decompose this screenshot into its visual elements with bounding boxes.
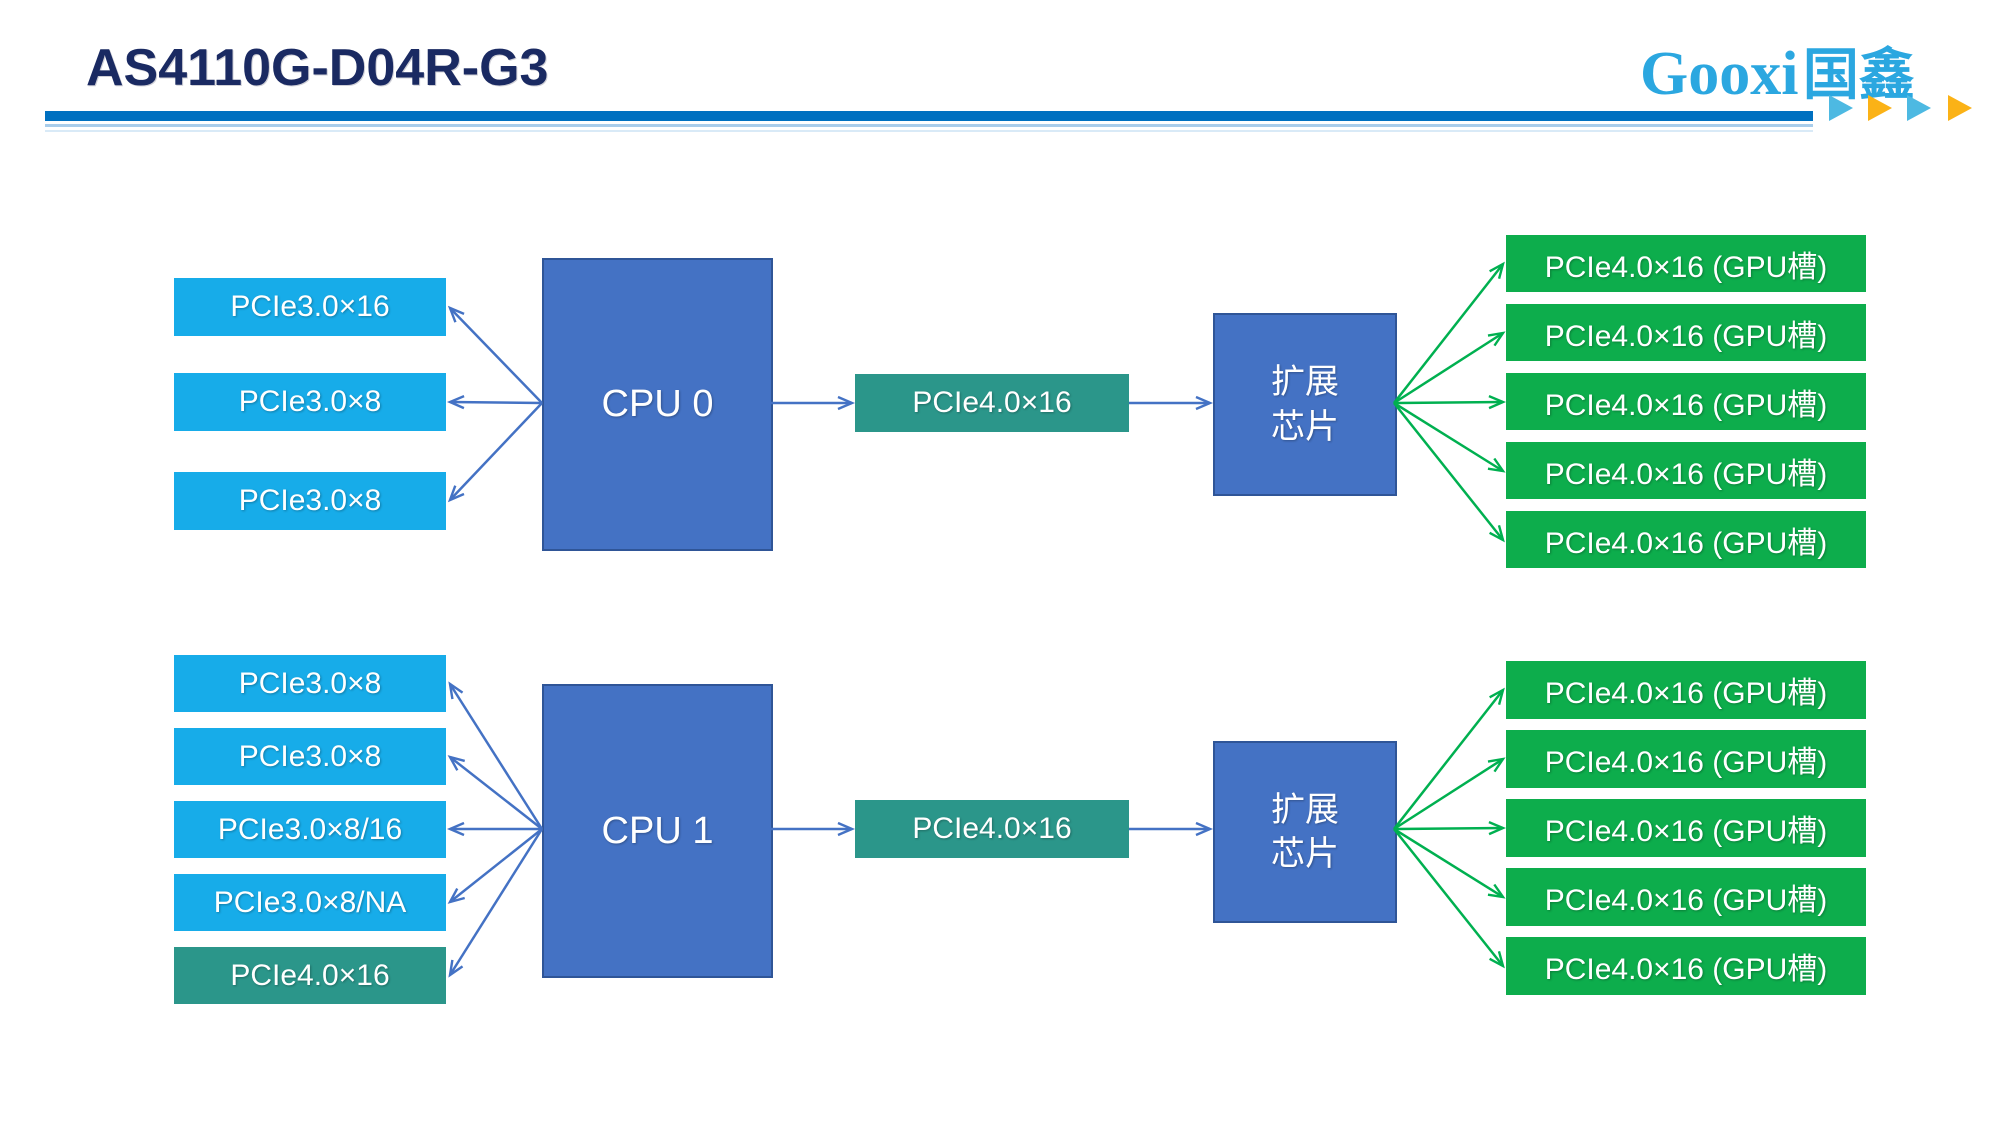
cpu1-gpu-slot-2: PCIe4.0×16 (GPU槽): [1506, 730, 1866, 788]
gooxi-logo: Gooxi 国鑫: [1640, 30, 1915, 111]
arrow-exp0-gpu2: [1393, 331, 1506, 405]
slot-label: PCIe3.0×8: [238, 385, 382, 418]
cpu1-slot-pcie30x8-16: PCIe3.0×8/16: [174, 801, 446, 858]
expander-label: 扩展 芯片: [1271, 360, 1339, 448]
expander-line1: 扩展: [1271, 790, 1339, 829]
arrow-cpu1-slot2: [447, 755, 543, 830]
arrow-exp1-gpu1: [1393, 687, 1505, 830]
expander-label: 扩展 芯片: [1271, 788, 1339, 876]
cpu0-slot-pcie30x16: PCIe3.0×16: [174, 278, 446, 336]
arrow-exp1-gpu3: [1393, 821, 1507, 836]
logo-brand-latin: Gooxi: [1640, 40, 1799, 108]
logo-brand-cjk: 国鑫: [1802, 43, 1915, 106]
gpu-slot-label: PCIe4.0×16 (GPU槽): [1544, 677, 1828, 710]
cpu1-expander-chip: 扩展 芯片: [1213, 741, 1397, 923]
slot-label: PCIe3.0×16: [230, 290, 390, 323]
cpu1-label: CPU 1: [601, 809, 714, 852]
triangle-icon: [1829, 95, 1853, 121]
cpu0-gpu-slot-1: PCIe4.0×16 (GPU槽): [1506, 235, 1866, 292]
slot-label: PCIe3.0×8: [238, 484, 382, 517]
arrow-cpu0-slot2: [446, 395, 543, 410]
link-label: PCIe4.0×16: [912, 386, 1072, 419]
cpu0-slot-pcie30x8-b: PCIe3.0×8: [174, 472, 446, 530]
cpu1-gpu-slot-4: PCIe4.0×16 (GPU槽): [1506, 868, 1866, 926]
header-rule-faint: [45, 130, 1813, 132]
gpu-slot-label: PCIe4.0×16 (GPU槽): [1544, 457, 1828, 491]
arrow-cpu0-slot3: [447, 402, 543, 503]
gpu-slot-label: PCIe4.0×16 (GPU槽): [1544, 319, 1828, 353]
page-title: AS4110G-D04R-G3: [86, 39, 549, 97]
gpu-slot-label: PCIe4.0×16 (GPU槽): [1544, 953, 1828, 986]
triangle-icon: [1907, 95, 1931, 121]
gpu-slot-label: PCIe4.0×16 (GPU槽): [1544, 250, 1828, 284]
gpu-slot-label: PCIe4.0×16 (GPU槽): [1544, 388, 1828, 422]
gpu-slot-label: PCIe4.0×16 (GPU槽): [1544, 746, 1828, 779]
arrow-exp1-gpu5: [1393, 828, 1505, 969]
expander-line1: 扩展: [1271, 363, 1339, 402]
cpu1-gpu-slot-1: PCIe4.0×16 (GPU槽): [1506, 661, 1866, 719]
arrow-exp0-gpu1: [1393, 261, 1505, 404]
slot-label: PCIe4.0×16: [230, 958, 390, 992]
cpu1-box: CPU 1: [542, 684, 773, 978]
cpu1-link-pcie40x16: PCIe4.0×16: [855, 800, 1129, 858]
slot-label: PCIe3.0×8/NA: [213, 885, 407, 919]
slot-label: PCIe3.0×8/16: [217, 812, 403, 846]
gpu-slot-label: PCIe4.0×16 (GPU槽): [1544, 815, 1828, 848]
arrow-exp0-gpu3: [1393, 395, 1507, 410]
cpu0-gpu-slot-4: PCIe4.0×16 (GPU槽): [1506, 442, 1866, 499]
cpu0-link-pcie40x16: PCIe4.0×16: [855, 374, 1129, 432]
cpu0-expander-chip: 扩展 芯片: [1213, 313, 1397, 496]
slot-label: PCIe3.0×8: [238, 739, 382, 773]
arrow-exp1-gpu4: [1393, 827, 1506, 899]
gpu-slot-label: PCIe4.0×16 (GPU槽): [1544, 526, 1828, 560]
header-rule-light: [45, 124, 1813, 127]
link-label: PCIe4.0×16: [912, 812, 1072, 845]
cpu1-slot-pcie30x8-a: PCIe3.0×8: [174, 655, 446, 712]
arrow-cpu1-slot5: [448, 828, 544, 978]
arrow-exp0-gpu5: [1393, 402, 1505, 543]
cpu1-gpu-slot-5: PCIe4.0×16 (GPU槽): [1506, 937, 1866, 995]
triangle-icon: [1948, 95, 1972, 121]
arrow-exp0-gpu4: [1393, 401, 1506, 473]
cpu0-gpu-slot-3: PCIe4.0×16 (GPU槽): [1506, 373, 1866, 430]
header-rule: [45, 111, 1813, 121]
cpu1-slot-pcie40x16: PCIe4.0×16: [174, 947, 446, 1004]
triangle-icon: [1868, 95, 1892, 121]
expander-line2: 芯片: [1271, 835, 1339, 873]
gpu-slot-label: PCIe4.0×16 (GPU槽): [1544, 884, 1828, 917]
cpu1-slot-pcie30x8-b: PCIe3.0×8: [174, 728, 446, 785]
cpu1-gpu-slot-3: PCIe4.0×16 (GPU槽): [1506, 799, 1866, 857]
arrow-cpu1-slot1: [448, 681, 544, 830]
cpu0-label: CPU 0: [601, 383, 714, 425]
cpu0-box: CPU 0: [542, 258, 773, 551]
arrow-cpu0-slot1: [447, 305, 543, 404]
arrow-cpu1-slot4: [447, 828, 543, 904]
slot-label: PCIe3.0×8: [238, 666, 382, 700]
cpu0-gpu-slot-2: PCIe4.0×16 (GPU槽): [1506, 304, 1866, 361]
expander-line2: 芯片: [1271, 407, 1339, 446]
cpu0-slot-pcie30x8-a: PCIe3.0×8: [174, 373, 446, 431]
cpu0-gpu-slot-5: PCIe4.0×16 (GPU槽): [1506, 511, 1866, 568]
arrow-exp1-gpu2: [1393, 757, 1506, 831]
cpu1-slot-pcie30x8-na: PCIe3.0×8/NA: [174, 874, 446, 931]
